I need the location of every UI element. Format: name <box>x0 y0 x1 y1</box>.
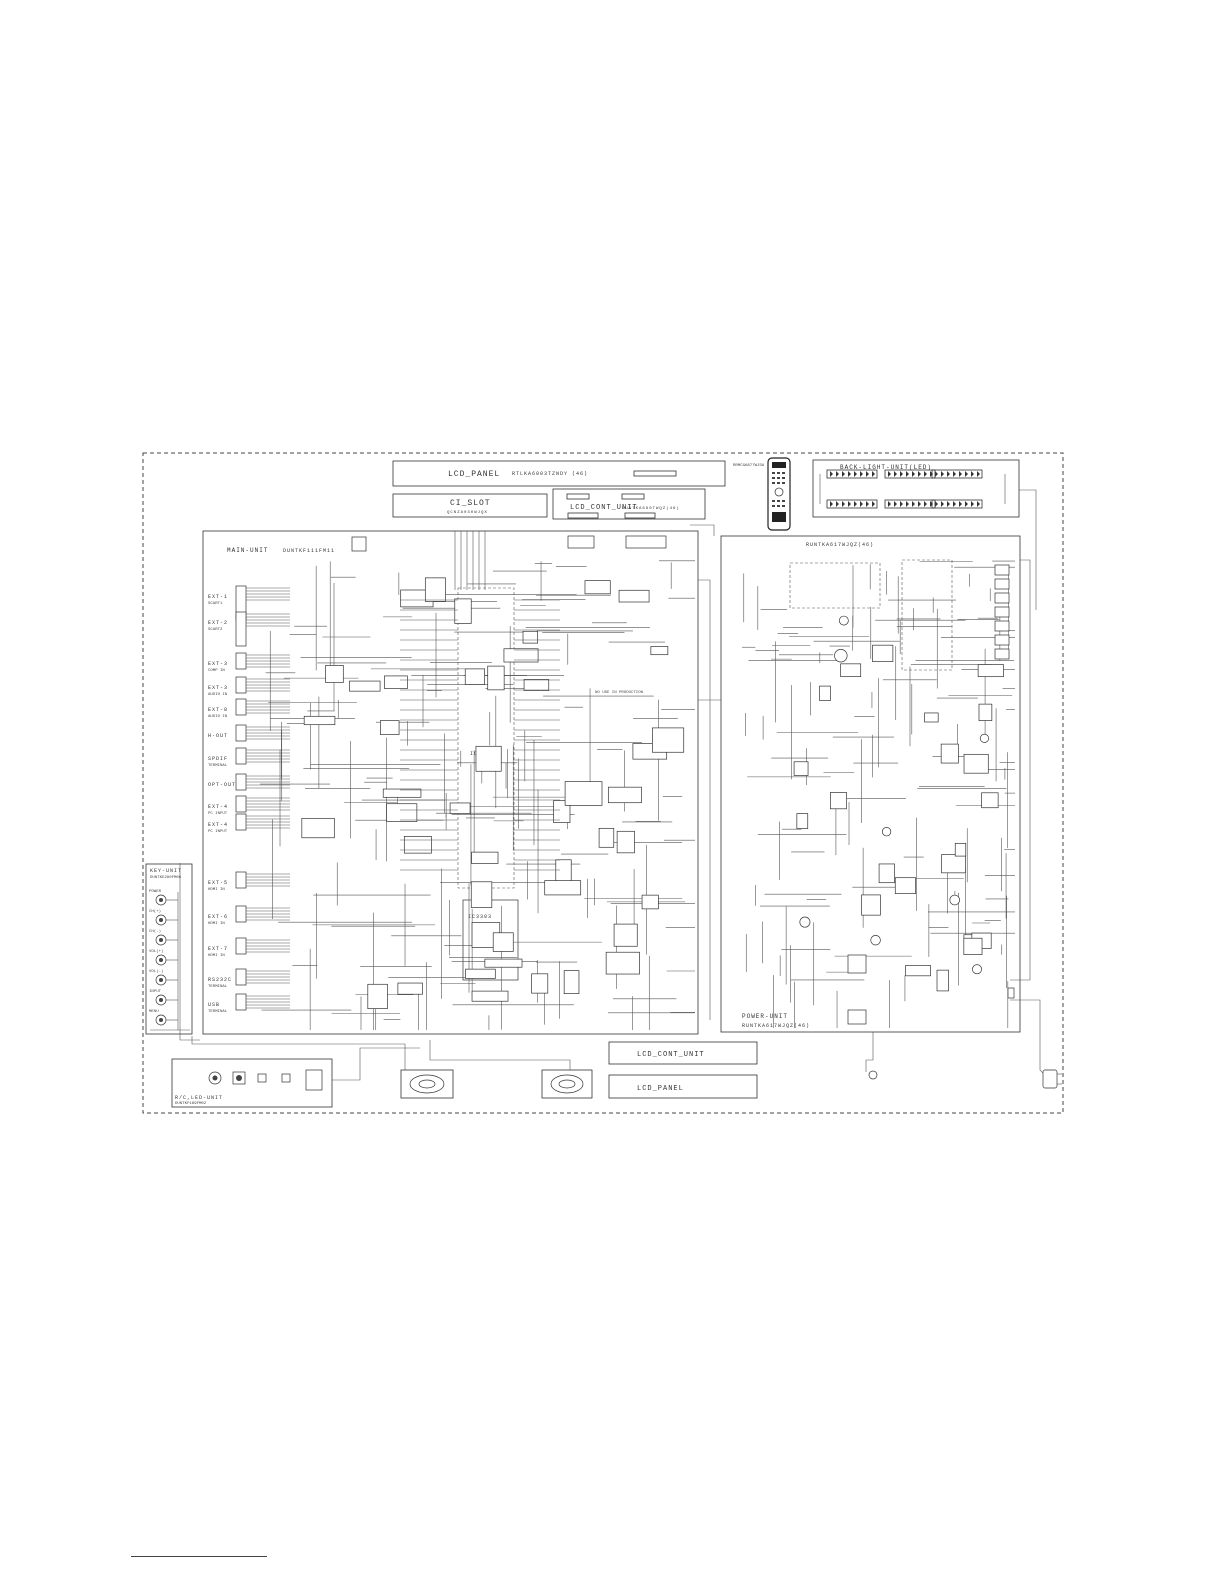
power-unit-top-part: RUNTKA617WJQZ(46) <box>806 542 874 548</box>
lcd-cont-unit-bottom-label: LCD_CONT_UNIT <box>637 1051 705 1059</box>
input-name-5: H-OUT <box>208 733 228 739</box>
input-name-9: EXT-4 <box>208 822 228 828</box>
input-name-6: SPDIF <box>208 756 228 762</box>
lcd-panel-bottom-label: LCD_PANEL <box>637 1085 684 1093</box>
input-sub-6: TERMINAL <box>208 764 228 768</box>
power-unit-block: RUNTKA617WJQZ(46) POWER-UNIT RUNTKA617WJ… <box>720 535 1021 1033</box>
input-name-8: EXT-4 <box>208 804 228 810</box>
key-button-label-4: VOL(-) <box>149 969 163 974</box>
ic3303-label: IC3303 <box>468 914 492 920</box>
key-button-label-2: CH(-) <box>149 929 161 934</box>
input-sub-10: HDMI IN <box>208 888 225 892</box>
rc-led-unit-label: R/C,LED-UNIT <box>175 1095 223 1101</box>
input-name-2: EXT-3 <box>208 661 228 667</box>
key-button-label-1: CH(+) <box>149 909 161 914</box>
remote-control-icon: RRMCGA877WJSA <box>733 457 791 531</box>
input-sub-4: AUDIO IN <box>208 715 228 719</box>
power-unit-label: POWER-UNIT <box>742 1013 788 1020</box>
input-sub-14: TERMINAL <box>208 1010 228 1014</box>
input-name-4: EXT-8 <box>208 707 228 713</box>
input-sub-9: PC INPUT <box>208 830 228 834</box>
lcd-panel-top-part: RTLKA6003TZNDY (46) <box>512 471 588 477</box>
lcd-cont-unit-bottom-block: LCD_CONT_UNIT <box>608 1041 758 1065</box>
ac-plug-icon <box>865 987 1062 1089</box>
input-sub-13: TERMINAL <box>208 985 228 989</box>
main-unit-block: MAIN-UNIT DUNTKF111FM11 IC3303 IC3303 NO… <box>202 530 699 1035</box>
ci-slot-label: CI_SLOT <box>450 499 491 508</box>
diagram-frame <box>142 452 1064 1114</box>
remote-part-label: RRMCGA877WJSA <box>733 464 765 468</box>
input-sub-8: PC INPUT <box>208 812 228 816</box>
main-unit-label: MAIN-UNIT <box>227 547 268 554</box>
speaker-right-icon <box>541 1069 593 1099</box>
rc-led-unit-part: DUNTKF169FM02 <box>175 1102 207 1106</box>
lcd-panel-bottom-block: LCD_PANEL <box>608 1074 758 1099</box>
input-name-11: EXT-6 <box>208 914 228 920</box>
lcd-cont-unit-top-part: DUNTKA690TWQZ(46) <box>622 506 680 511</box>
input-name-3: EXT-3 <box>208 685 228 691</box>
no-use-note: NO USE IN PRODUCTION <box>595 691 644 695</box>
input-name-13: RS232C <box>208 977 232 983</box>
footer-rule <box>131 1556 267 1557</box>
ci-slot-part: QCNZA030WJQX <box>447 511 488 515</box>
key-button-label-0: POWER <box>149 890 162 894</box>
speaker-left-icon <box>400 1069 454 1099</box>
inter-unit-wiring <box>179 489 1037 1081</box>
ci-slot-block: CI_SLOT QCNZA030WJQX <box>392 493 548 518</box>
input-sub-1: SCART2 <box>208 628 223 632</box>
input-name-1: EXT-2 <box>208 620 228 626</box>
main-unit-part: DUNTKF111FM11 <box>283 548 335 554</box>
power-unit-part: RUNTKA617WJQZ(46) <box>742 1023 810 1029</box>
key-unit-label: KEY-UNIT <box>150 868 182 874</box>
input-name-10: EXT-5 <box>208 880 228 886</box>
key-button-label-5: INPUT <box>149 990 162 994</box>
input-sub-11: HDMI IN <box>208 922 225 926</box>
input-name-0: EXT-1 <box>208 594 228 600</box>
lcd-cont-unit-top-block: LCD_CONT_UNIT DUNTKA690TWQZ(46) <box>552 488 706 520</box>
input-sub-0: SCART1 <box>208 602 223 606</box>
key-unit-block: KEY-UNIT DUNTKE280FM06 POWER CH(+) CH(-) VO… <box>145 863 193 1035</box>
lcd-cont-unit-top-label: LCD_CONT_UNIT <box>570 504 638 512</box>
rc-led-unit-block: R/C,LED-UNIT DUNTKF169FM02 <box>171 1058 333 1108</box>
input-sub-12: HDMI IN <box>208 954 225 958</box>
back-light-unit-block: BACK-LIGHT-UNIT(LED) <box>812 459 1020 518</box>
back-light-unit-label: BACK-LIGHT-UNIT(LED) <box>840 464 932 471</box>
input-sub-3: AUDIO IN <box>208 693 228 697</box>
lcd-panel-top-label: LCD_PANEL <box>448 470 500 479</box>
key-button-label-6: MENU <box>149 1010 159 1014</box>
input-sub-2: COMP IN <box>208 669 225 673</box>
input-name-7: OPT-OUT <box>208 782 236 788</box>
input-name-12: EXT-7 <box>208 946 228 952</box>
input-name-14: USB <box>208 1002 220 1008</box>
key-unit-part: DUNTKE280FM06 <box>150 876 182 880</box>
lcd-panel-top-block: LCD_PANEL RTLKA6003TZNDY (46) <box>392 460 726 487</box>
key-button-label-3: VOL(+) <box>149 949 163 954</box>
